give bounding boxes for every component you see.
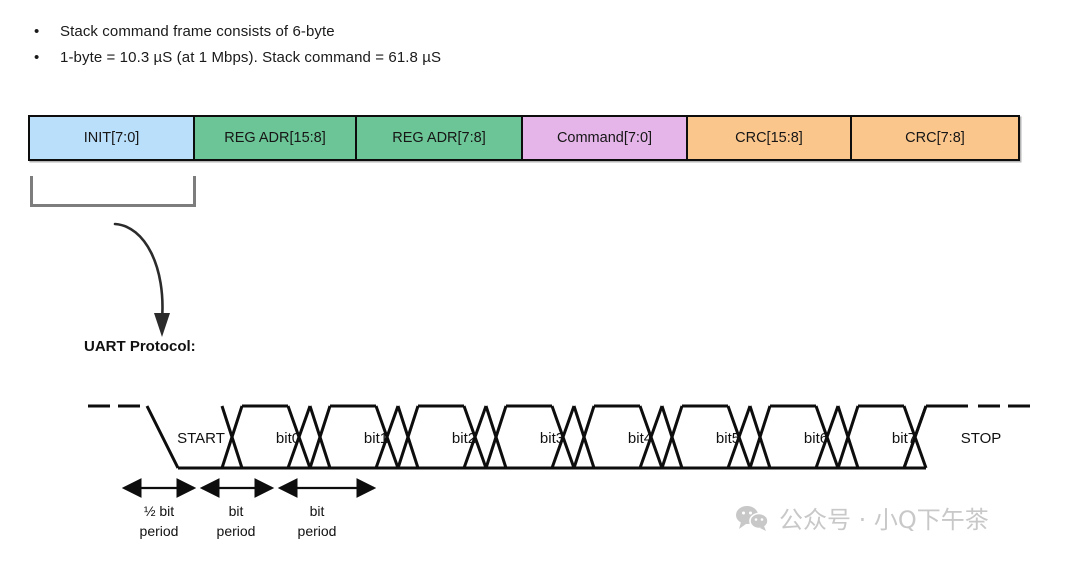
frame-cell-init: INIT[7:0] bbox=[30, 117, 195, 159]
frame-cell-crc-low: CRC[7:8] bbox=[852, 117, 1018, 159]
frame-cell-label: CRC[15:8] bbox=[735, 130, 803, 146]
wave-label-bit0: bit0 bbox=[276, 430, 300, 447]
timing-label-line1: ½ bit bbox=[144, 503, 174, 519]
timing-label-line1: bit bbox=[229, 503, 244, 519]
frame-cell-crc-high: CRC[15:8] bbox=[688, 117, 852, 159]
timing-label-line2: period bbox=[298, 523, 337, 539]
frame-cell-label: INIT[7:0] bbox=[83, 130, 140, 146]
uart-protocol-heading: UART Protocol: bbox=[84, 338, 196, 355]
list-item: • Stack command frame consists of 6-byte bbox=[28, 22, 728, 42]
stack-command-frame-bar: INIT[7:0] REG ADR[15:8] REG ADR[7:8] Com… bbox=[28, 115, 1020, 161]
wave-label-stop: STOP bbox=[961, 430, 1002, 447]
frame-cell-reg-adr-low: REG ADR[7:8] bbox=[357, 117, 523, 159]
callout-arrow-icon bbox=[113, 222, 170, 337]
bullet-marker: • bbox=[34, 49, 40, 66]
bullet-text: Stack command frame consists of 6-byte bbox=[60, 23, 335, 40]
frame-cell-label: REG ADR[15:8] bbox=[224, 130, 326, 146]
wave-label-bit7: bit7 bbox=[892, 430, 916, 447]
wechat-icon bbox=[735, 505, 769, 531]
wave-label-start: START bbox=[177, 430, 225, 447]
frame-cell-command: Command[7:0] bbox=[523, 117, 688, 159]
timing-label-line2: period bbox=[217, 523, 256, 539]
wechat-watermark: 公众号 · 小Q下午茶 bbox=[735, 500, 989, 535]
uart-waveform-diagram: START bit0 bit1 bit2 bit3 bit4 bit5 bit6… bbox=[88, 404, 1030, 470]
watermark-text: 公众号 · 小Q下午茶 bbox=[779, 506, 989, 534]
timing-label-line1: bit bbox=[310, 503, 325, 519]
wave-label-bit1: bit1 bbox=[364, 430, 388, 447]
frame-cell-label: Command[7:0] bbox=[556, 130, 653, 146]
bullet-list: • Stack command frame consists of 6-byte… bbox=[28, 22, 728, 74]
bullet-text: 1-byte = 10.3 µS (at 1 Mbps). Stack comm… bbox=[60, 49, 442, 66]
start-falling-edge bbox=[145, 405, 180, 469]
wave-label-bit2: bit2 bbox=[452, 430, 476, 447]
wave-label-bit4: bit4 bbox=[628, 430, 652, 447]
timing-label-line2: period bbox=[140, 523, 179, 539]
frame-cell-label: CRC[7:8] bbox=[905, 130, 965, 146]
frame-cell-label: REG ADR[7:8] bbox=[392, 130, 486, 146]
bullet-marker: • bbox=[34, 23, 40, 40]
wave-label-bit5: bit5 bbox=[716, 430, 740, 447]
list-item: • 1-byte = 10.3 µS (at 1 Mbps). Stack co… bbox=[28, 48, 728, 68]
wave-label-bit3: bit3 bbox=[540, 430, 564, 447]
byte-expansion-bracket bbox=[30, 176, 196, 207]
bit-period-timing-annotations: ½ bit period bit period bit period bbox=[121, 478, 377, 539]
wave-label-bit6: bit6 bbox=[804, 430, 828, 447]
frame-cell-reg-adr-high: REG ADR[15:8] bbox=[195, 117, 357, 159]
